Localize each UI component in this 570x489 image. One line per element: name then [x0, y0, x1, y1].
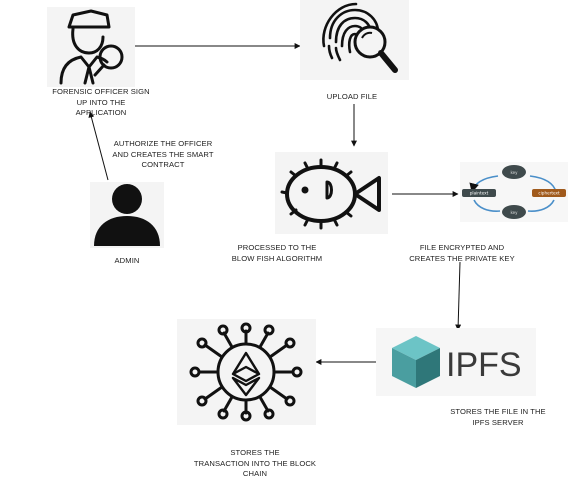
arrow-encrypt-to-ipfs [455, 261, 462, 331]
encryption-label: FILE ENCRYPTED AND CREATES THE PRIVATE K… [409, 243, 515, 263]
admin-label: ADMIN [114, 256, 140, 265]
ipfs-node: IPFS [376, 328, 536, 396]
ipfs-logo-icon: IPFS [392, 336, 522, 388]
ipfs-label: STORES THE FILE IN THE IPFS SERVER [450, 407, 546, 427]
ipfs-logo-text: IPFS [446, 346, 522, 384]
plaintext-text: plaintext [470, 191, 489, 196]
blowfish-label: PROCESSED TO THE BLOW FISH ALGORITHM [231, 243, 323, 263]
blockchain-label: STORES THE TRANSACTION INTO THE BLOCK CH… [193, 448, 317, 478]
key-top-text: key [510, 170, 518, 175]
encryption-diagram-icon: key key plaintext ciphertext [462, 165, 566, 219]
admin-node [90, 182, 164, 248]
arrow-admin-to-officer [88, 111, 109, 181]
blowfish-icon [280, 158, 381, 230]
ciphertext-text: ciphertext [538, 191, 560, 196]
admin-user-icon [94, 184, 160, 246]
encryption-node: key key plaintext ciphertext [460, 162, 568, 222]
forensic-officer-node [47, 7, 135, 87]
blowfish-node [275, 152, 388, 234]
forensic-officer-label: FORENSIC OFFICER SIGN UP INTO THE APPLIC… [52, 87, 150, 117]
forensic-officer-icon [59, 9, 124, 85]
authorize-label: AUTHORIZE THE OFFICER AND CREATES THE SM… [112, 139, 214, 169]
key-bottom-text: key [510, 210, 518, 215]
upload-file-label: UPLOAD FILE [326, 92, 378, 101]
fingerprint-search-icon [322, 2, 398, 73]
upload-file-node [300, 0, 409, 80]
ethereum-blockchain-icon [189, 322, 303, 422]
blockchain-node [177, 319, 316, 425]
